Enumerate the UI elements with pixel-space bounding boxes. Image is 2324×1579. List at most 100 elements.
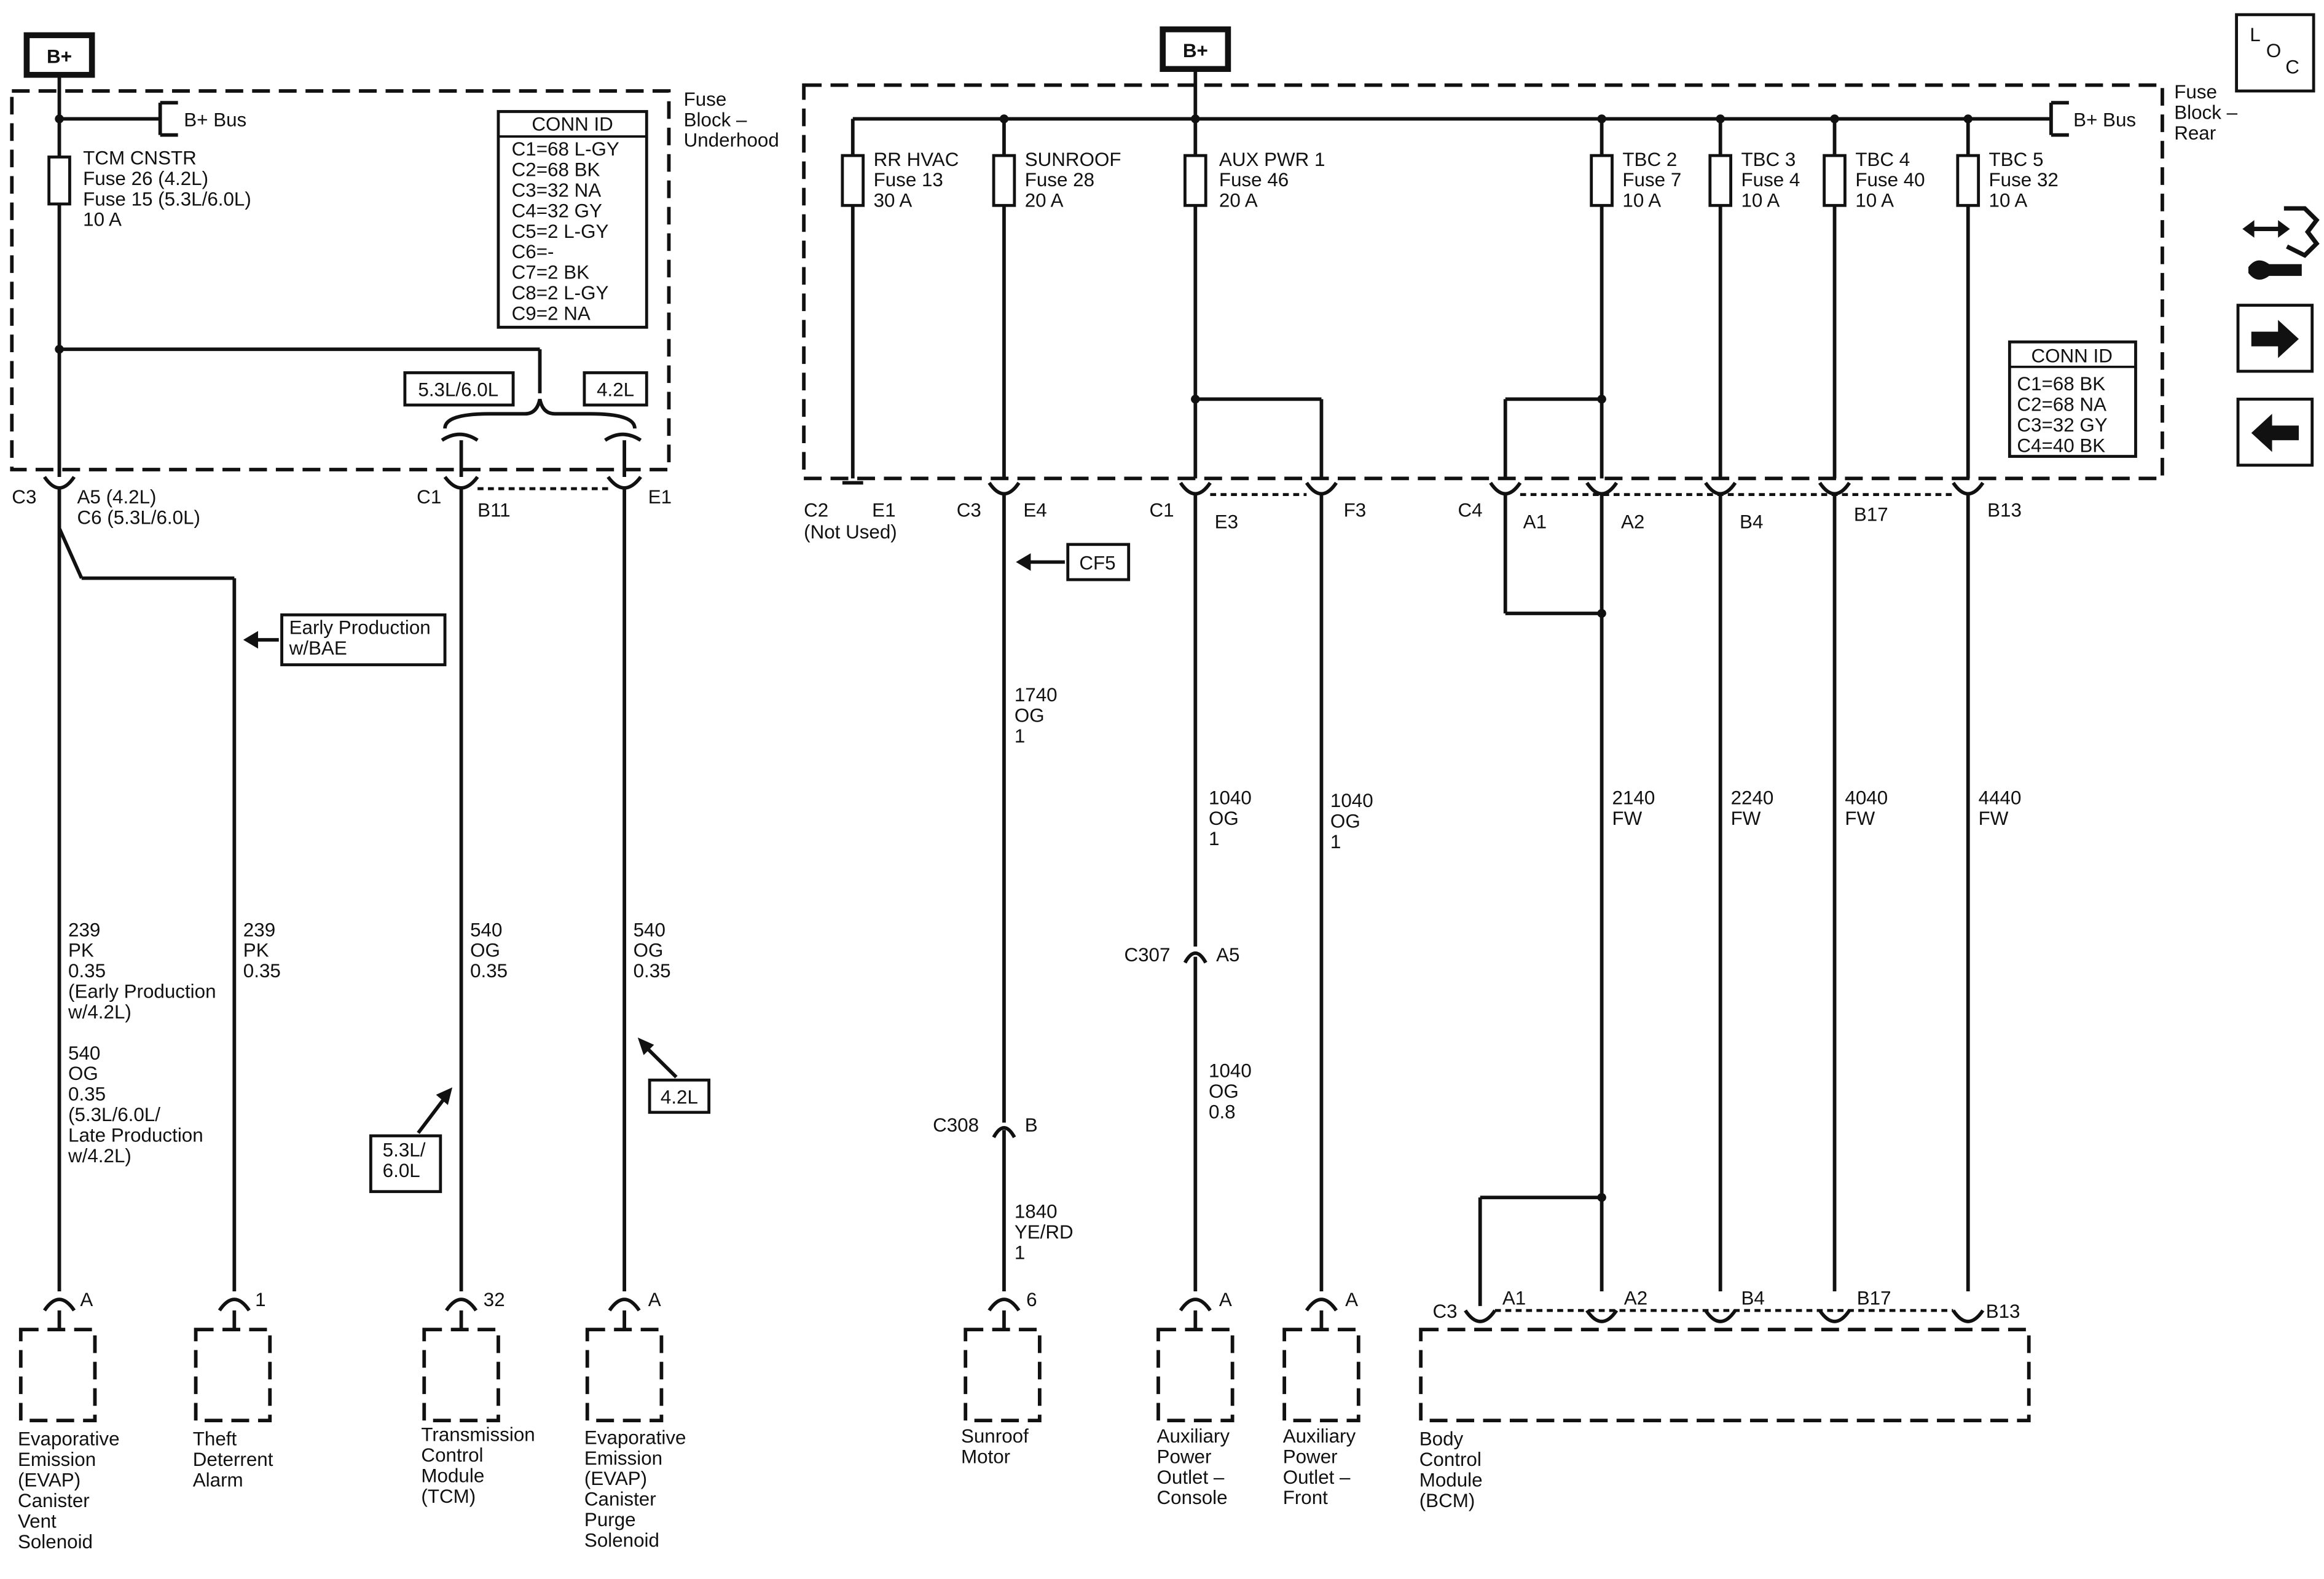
svg-text:32: 32 — [484, 1289, 505, 1310]
power-label-left: B+ — [47, 46, 72, 68]
svg-text:Early Production w/BAE: Early Production w/BAE — [289, 617, 436, 659]
underhood-c3-pins: A5 (4.2L) C6 (5.3L/6.0L) — [77, 486, 200, 528]
comp-aux-outlet-console: A Auxiliary Power Outlet – Console — [1156, 1289, 1235, 1508]
rear-c2: C2 — [804, 500, 828, 521]
wire-evap-vent-label: 239 PK 0.35 (Early Production w/4.2L) — [68, 919, 221, 1023]
underhood-conn-id: CONN ID C1=68 L-GY C2=68 BK C3=32 NA C4=… — [497, 110, 648, 329]
rear-c4: C4 — [1458, 500, 1482, 521]
svg-text:Evaporative Emission: Evaporative Emission (EVAP) Canister Pur… — [584, 1427, 691, 1551]
svg-text:Transmission Control: Transmission Control Module (TCM) — [421, 1424, 540, 1507]
svg-text:5.3L/6.0L: 5.3L/6.0L — [418, 379, 498, 401]
option-tag-4-2l-b — [648, 1078, 711, 1114]
svg-text:Body Control M: Body Control Module (BCM) — [1419, 1428, 1488, 1511]
rear-a2: A2 — [1621, 511, 1644, 533]
svg-text:Evaporative Emission: Evaporative Emission (EVAP) Canister Ven… — [18, 1428, 125, 1553]
rear-e4: E4 — [1023, 500, 1046, 521]
svg-text:C1=68 BK C2=68 NA: C1=68 BK C2=68 NA C3=32 GY C4=40 BK — [2017, 373, 2113, 456]
svg-text:C1=68 L-GY C2=68 BK: C1=68 L-GY C2=68 BK C3=32 NA C4=32 GY C5… — [512, 138, 625, 324]
arrow-right-icon[interactable] — [2236, 304, 2314, 373]
comp-theft-alarm: 1 Theft Deterrent Alarm — [193, 1289, 273, 1490]
wire-tcm-label: 540 OG 0.35 — [470, 919, 508, 982]
svg-text:A2: A2 — [1624, 1288, 1647, 1309]
svg-text:O: O — [2266, 40, 2281, 61]
rear-c3: C3 — [957, 500, 981, 521]
underhood-b11: B11 — [477, 500, 510, 521]
tcm-cnstr-fuse-label: TCM CNSTR Fuse 26 (4.2L) Fuse 15 (5.3L/6… — [83, 148, 256, 230]
rear-b13: B13 — [1987, 500, 2022, 521]
svg-text:CONN ID: CONN ID — [532, 114, 613, 135]
rear-e3: E3 — [1215, 511, 1238, 533]
power-label-right: B+ — [1183, 40, 1208, 61]
svg-text:5.3L/ 6.0L: 5.3L/ 6.0L — [383, 1140, 431, 1181]
option-tag-4-2l — [583, 371, 648, 407]
svg-text:Auxiliary Power: Auxiliary Power Outlet – Console — [1157, 1425, 1235, 1508]
schematic-nav-icon[interactable] — [2242, 206, 2320, 280]
rear-f3: F3 — [1344, 500, 1367, 521]
svg-text:A: A — [1219, 1289, 1232, 1310]
underhood-block-label: Fuse Block – Underhood — [684, 89, 779, 151]
svg-text:B13: B13 — [1986, 1301, 2020, 1322]
wire-evap-vent-label-2: 540 OG 0.35 (5.3L/6.0L/ Late Production … — [68, 1042, 208, 1167]
c308-pin: B — [1025, 1114, 1038, 1136]
rear-b4: B4 — [1740, 511, 1763, 533]
cf5-tag — [1066, 543, 1131, 581]
svg-text:A1: A1 — [1502, 1288, 1526, 1309]
comp-tcm: 32 Transmission Control Module (TCM) — [421, 1289, 540, 1507]
arrow-left-icon[interactable] — [2236, 398, 2314, 467]
comp-evap-vent: A Evaporative Emission (EVAP) Canister V… — [18, 1289, 125, 1553]
rear-b17: B17 — [1854, 504, 1888, 526]
rear-not-used: (Not Used) — [804, 521, 897, 543]
svg-text:C: C — [2285, 57, 2299, 78]
loc-icon[interactable]: L O C — [2235, 13, 2315, 93]
svg-text:4.2L: 4.2L — [597, 379, 634, 401]
svg-text:A: A — [648, 1289, 661, 1310]
rear-bus-label: B+ Bus — [2073, 109, 2136, 130]
c308-label: C308 — [933, 1114, 979, 1136]
underhood-c3: C3 — [12, 486, 36, 508]
underhood-e1: E1 — [648, 486, 672, 508]
svg-text:L: L — [2250, 24, 2260, 45]
rear-e1: E1 — [872, 500, 895, 521]
rear-c1: C1 — [1149, 500, 1174, 521]
wire-sunroof-label-2: 1840 YE/RD 1 — [1015, 1201, 1079, 1264]
svg-text:Auxiliary Power: Auxiliary Power Outlet – Front — [1283, 1425, 1361, 1508]
svg-text:6: 6 — [1026, 1289, 1037, 1310]
c307-label: C307 — [1124, 944, 1170, 966]
svg-text:A: A — [80, 1289, 93, 1310]
underhood-section: B+ Fuse Block – Underhood B+ Bus TCM CNS… — [10, 32, 779, 1553]
early-production-tag — [280, 613, 447, 666]
rear-a1: A1 — [1523, 511, 1547, 533]
option-tag-5-3l-6-0l — [403, 371, 515, 407]
svg-text:CF5: CF5 — [1079, 553, 1115, 574]
c307-pin: A5 — [1216, 944, 1239, 966]
option-tag-5-3l-6-0l-b — [369, 1134, 442, 1194]
underhood-bus-label: B+ Bus — [184, 109, 246, 130]
rear-block-label: Fuse Block – Rear — [2174, 81, 2243, 144]
underhood-c1: C1 — [417, 486, 441, 508]
comp-aux-outlet-front: A Auxiliary Power Outlet – Front — [1282, 1289, 1361, 1508]
svg-text:B17: B17 — [1857, 1288, 1891, 1309]
svg-text:B4: B4 — [1741, 1288, 1764, 1309]
wire-sunroof-label: 1740 OG 1 — [1015, 684, 1062, 747]
